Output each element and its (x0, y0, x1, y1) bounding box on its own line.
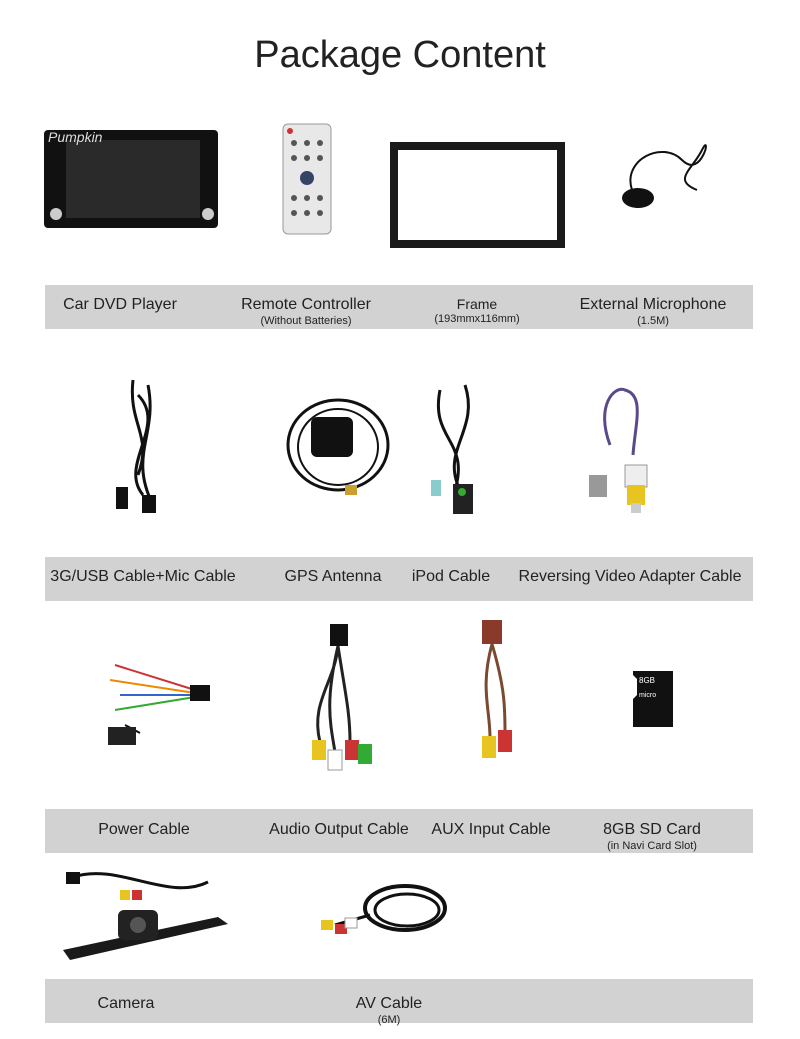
item-note: (1.5M) (637, 315, 669, 327)
ipod-cable-image (425, 380, 485, 520)
sd-card-image: 8GB micro (631, 669, 675, 729)
item-note: (6M) (377, 1014, 401, 1026)
label-band-row-3 (45, 809, 753, 853)
label-car-dvd-player: Car DVD Player (63, 296, 177, 314)
reversing-video-adapter-image (585, 385, 665, 520)
label-band-row-1 (45, 285, 753, 329)
gps-antenna-image (283, 385, 393, 505)
usb-mic-cable-image (108, 375, 178, 520)
item-name: Power Cable (98, 821, 190, 838)
item-name: 3G/USB Cable+Mic Cable (50, 568, 236, 585)
label-aux-input-cable: AUX Input Cable (431, 821, 550, 839)
label-camera: Camera (98, 995, 155, 1013)
label-band-row-2 (45, 557, 753, 601)
label-audio-output-cable: Audio Output Cable (269, 821, 409, 839)
item-name: GPS Antenna (284, 568, 382, 585)
label-sd-card: 8GB SD Card (in Navi Card Slot) (603, 821, 701, 852)
label-remote-controller: Remote Controller (Without Batteries) (241, 296, 371, 327)
label-av-cable: AV Cable (6M) (356, 995, 422, 1026)
item-name: Remote Controller (241, 296, 371, 313)
item-name: External Microphone (579, 296, 727, 313)
aux-input-cable-image (460, 618, 530, 773)
camera-image (58, 862, 233, 962)
item-name: AUX Input Cable (431, 821, 551, 838)
label-external-microphone: External Microphone (1.5M) (580, 296, 727, 327)
svg-text:Pumpkin: Pumpkin (48, 129, 103, 145)
label-power-cable: Power Cable (98, 821, 190, 839)
sd-card-capacity-text: 8GB (639, 676, 655, 685)
item-note: (in Navi Card Slot) (607, 840, 697, 852)
item-note: (193mmx116mm) (434, 313, 520, 325)
label-reversing-video-adapter: Reversing Video Adapter Cable (519, 568, 742, 586)
car-dvd-player-image: Pumpkin (42, 128, 220, 230)
item-name: AV Cable (355, 995, 423, 1012)
item-note: (Without Batteries) (260, 315, 352, 327)
label-ipod-cable: iPod Cable (412, 568, 490, 586)
item-name: iPod Cable (411, 568, 491, 585)
page-title: Package Content (254, 34, 546, 76)
remote-controller-image (282, 123, 332, 235)
label-usb-mic-cable: 3G/USB Cable+Mic Cable (50, 568, 235, 586)
av-cable-image (315, 880, 450, 940)
external-microphone-image (612, 120, 722, 220)
item-name: Audio Output Cable (269, 821, 409, 838)
item-name: Car DVD Player (63, 296, 177, 313)
label-band-row-4 (45, 979, 753, 1023)
svg-text:micro: micro (639, 692, 656, 699)
audio-output-cable-image (290, 622, 380, 782)
frame-image (390, 142, 565, 248)
power-cable-image (100, 655, 215, 750)
item-name: 8GB SD Card (603, 821, 701, 838)
item-name: Frame (456, 296, 498, 312)
label-gps-antenna: GPS Antenna (285, 568, 382, 586)
item-name: Camera (97, 995, 155, 1012)
label-frame: Frame(193mmx116mm) (434, 296, 519, 325)
item-name: Reversing Video Adapter Cable (518, 568, 742, 585)
